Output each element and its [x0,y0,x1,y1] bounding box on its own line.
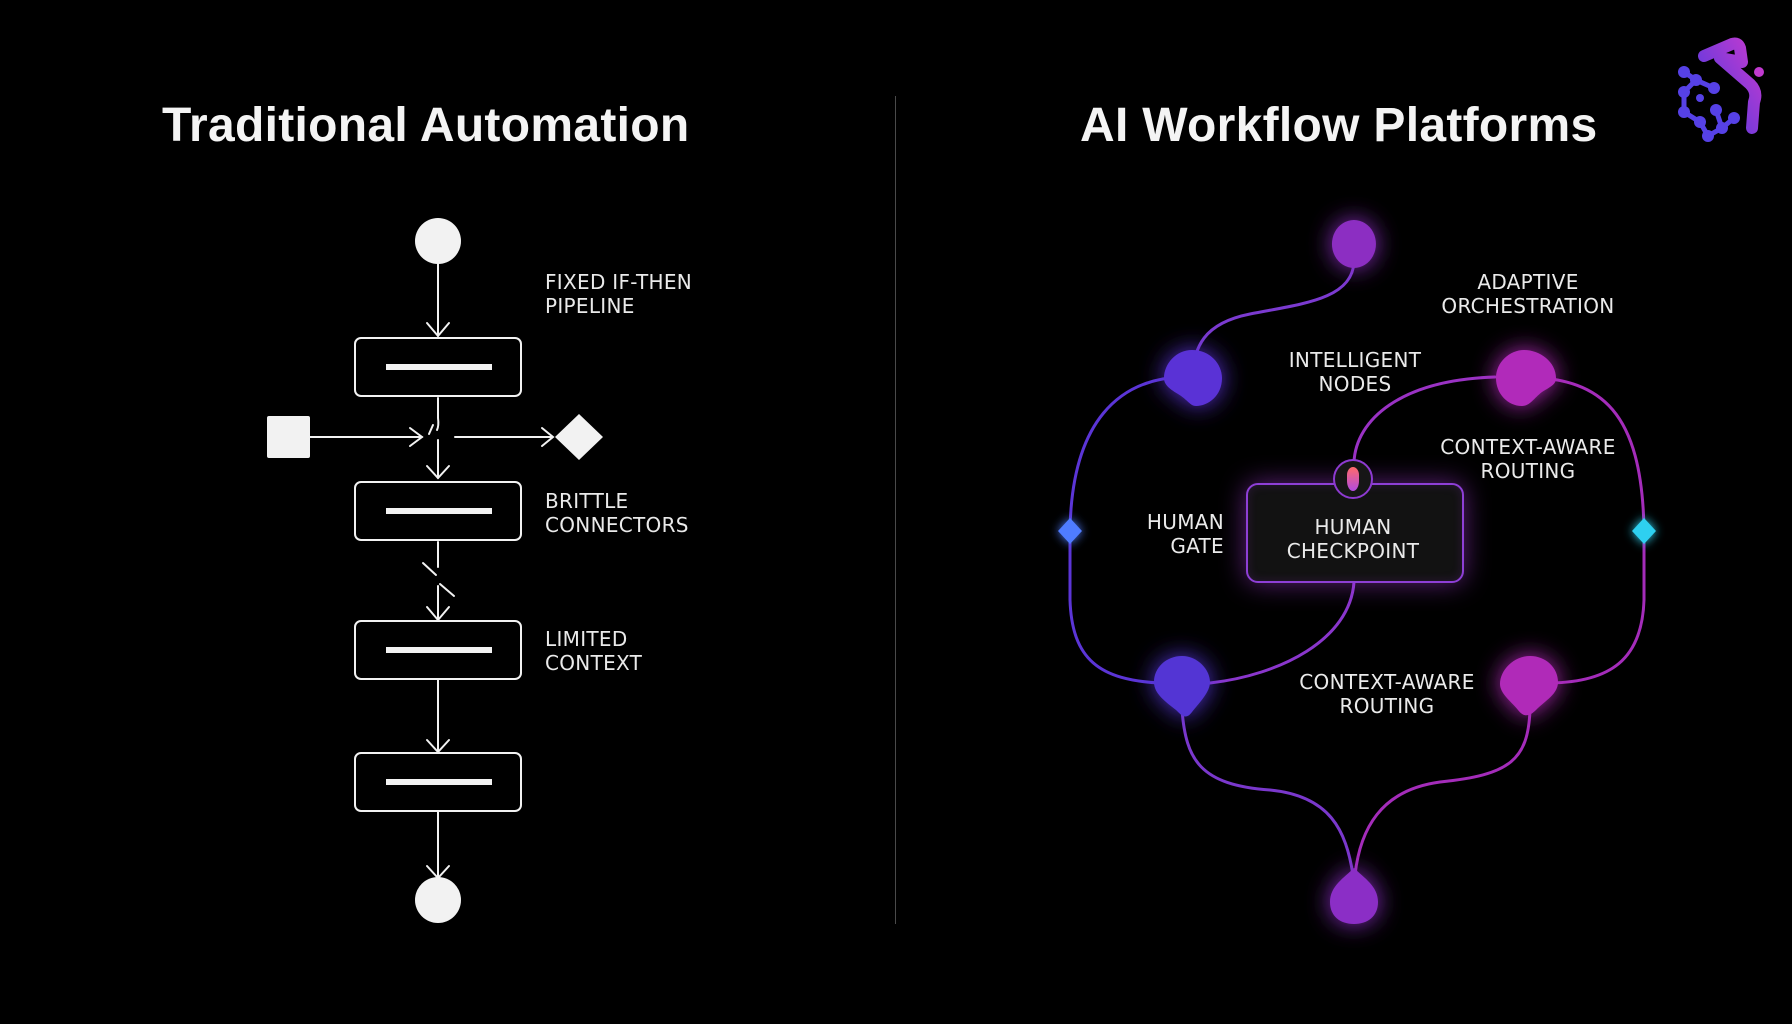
process-box [354,337,522,397]
traditional-automation-title: Traditional Automation [162,99,690,152]
human-gate-diamond-node [1058,518,1082,544]
process-bar [386,508,492,514]
connection-line [1528,375,1646,685]
end-node [415,877,461,923]
process-bar [386,364,492,370]
break-mark [439,583,455,597]
human-checkpoint-box[interactable] [1246,483,1464,583]
start-node [1331,220,1376,268]
intelligent-node [1496,350,1556,406]
brand-logo-icon [1678,37,1764,142]
process-box [354,481,522,541]
arrow-head-icon [409,427,424,447]
start-node [415,218,461,264]
connection-line [1352,375,1497,464]
intelligent-node [1164,350,1222,406]
flow-line [436,397,440,431]
break-mark [428,424,434,435]
alert-badge-icon [1333,459,1373,499]
arrow-head-icon [541,427,555,447]
process-box [354,752,522,812]
arrow-head-icon [426,465,450,480]
process-bar [386,647,492,653]
input-square-node [267,416,310,458]
ai-workflow-platforms-title: AI Workflow Platforms [1080,99,1598,152]
arrow-head-icon [426,322,450,338]
connection-line [1353,708,1532,877]
connection-line [1180,708,1355,877]
connection-line [1190,260,1356,374]
process-bar [386,779,492,785]
decision-diamond-node [555,414,603,460]
routing-diamond-node [1632,518,1656,544]
process-box [354,620,522,680]
end-node [1330,868,1378,924]
section-divider [895,96,896,924]
break-mark [422,562,437,576]
routing-node [1500,656,1558,716]
routing-node [1154,656,1210,717]
connection-line [1208,580,1356,685]
